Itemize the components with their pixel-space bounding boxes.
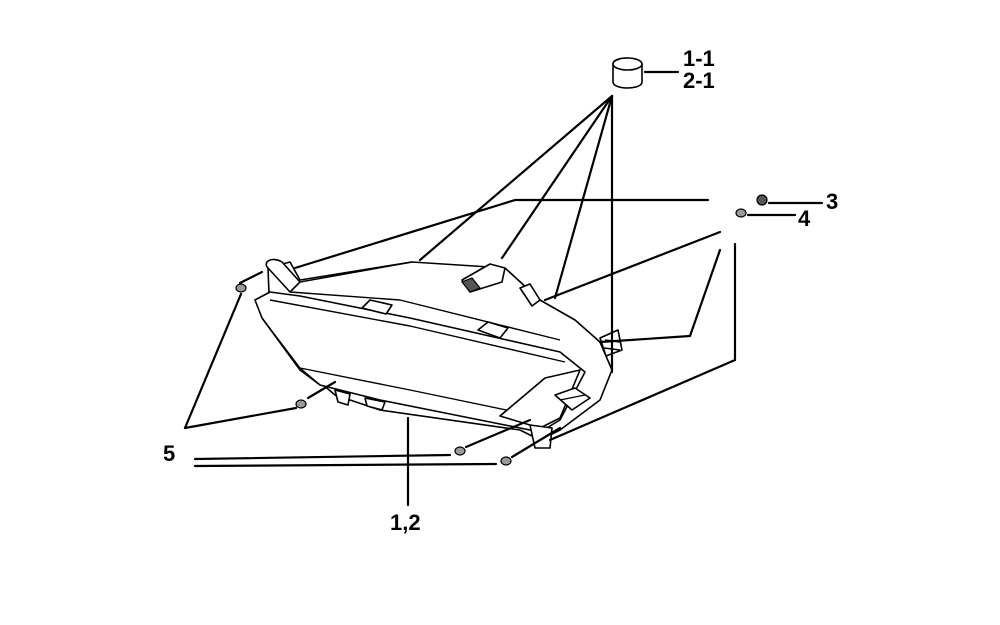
lower-foot-mid bbox=[364, 397, 386, 411]
headlight-lens bbox=[254, 291, 586, 433]
callout-5: 5 bbox=[163, 441, 176, 466]
callout-2-1: 2-1 bbox=[683, 68, 715, 93]
mounting-tab-left bbox=[265, 258, 301, 293]
grommet-leader-lines bbox=[183, 270, 562, 468]
headlight-assembly bbox=[254, 258, 623, 449]
bulb-cap bbox=[612, 57, 680, 89]
grommet-4 bbox=[500, 456, 512, 466]
cap-leader-lines bbox=[418, 94, 614, 374]
lens-clip-2 bbox=[477, 321, 509, 339]
screw-and-washer bbox=[735, 194, 824, 218]
callout-1-2: 1,2 bbox=[390, 510, 421, 535]
grommet-2 bbox=[295, 399, 307, 409]
callout-1-1: 1-1 bbox=[683, 46, 715, 71]
grommet-3 bbox=[454, 446, 466, 456]
grommets bbox=[235, 283, 512, 466]
grommet-1 bbox=[235, 283, 247, 293]
lower-foot-left bbox=[334, 389, 351, 406]
screw-leader-lines bbox=[293, 198, 737, 442]
screw-head bbox=[756, 194, 768, 206]
callout-4: 4 bbox=[798, 206, 811, 231]
rear-connector bbox=[519, 283, 541, 307]
callout-3: 3 bbox=[826, 189, 839, 214]
lens-clip-1 bbox=[361, 299, 393, 315]
washer bbox=[735, 208, 747, 218]
